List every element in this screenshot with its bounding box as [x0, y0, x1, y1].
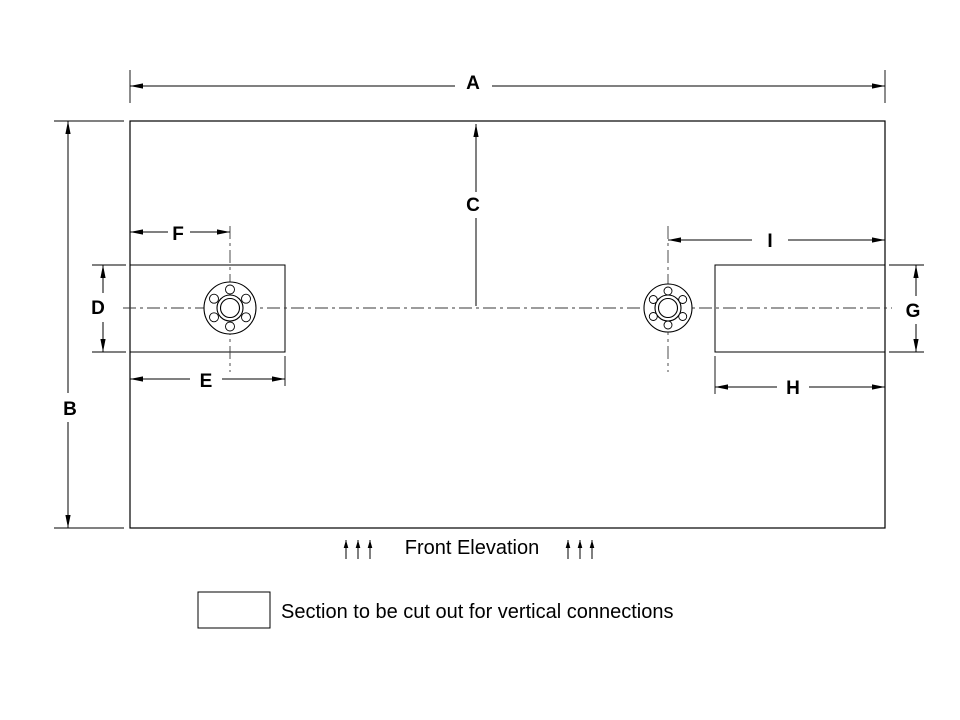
elevation-tick-arrows-right [565, 540, 595, 559]
flange-left-bore-circle [219, 297, 241, 319]
flange-right-bolt-hole [663, 320, 673, 330]
flange-left-bolt-hole [209, 312, 219, 323]
dim-i-label: I [767, 231, 772, 252]
cutout-section-right [714, 264, 886, 353]
flange-left-bolt-hole [209, 293, 219, 304]
flange-left-bolt-hole [241, 312, 251, 323]
flange-left-bolt-hole [225, 284, 235, 295]
flange-right-bolt-hole [678, 295, 688, 304]
flange-right-bolt-hole [678, 312, 688, 321]
flange-right-bolt-hole [663, 286, 673, 296]
elevation-tick-arrows-left [343, 540, 373, 559]
front-elevation-caption-group: Front Elevation [343, 537, 595, 559]
flange-right-bolt-hole [648, 312, 658, 321]
dimension-b: B [54, 120, 124, 529]
dimension-a: A [129, 70, 886, 103]
dimension-d: D [91, 264, 126, 353]
dimension-g: G [889, 264, 924, 353]
front-elevation-caption: Front Elevation [405, 537, 540, 559]
flange-right-bore-circle [657, 297, 679, 319]
flange-left-bolt-hole [241, 293, 251, 304]
dim-b-label: B [63, 399, 77, 420]
cutout-section-left [129, 264, 286, 353]
dimension-i: I [668, 231, 885, 252]
dim-a-label: A [466, 73, 480, 94]
legend-text: Section to be cut out for vertical conne… [281, 601, 673, 623]
dim-d-label: D [91, 298, 105, 319]
dimension-c: C [466, 124, 480, 306]
dimension-e: E [130, 356, 286, 392]
dim-h-label: H [786, 378, 800, 399]
flange-right [643, 283, 693, 333]
flange-left [203, 281, 257, 335]
dimension-h: H [714, 356, 885, 399]
dim-f-label: F [172, 224, 184, 245]
dim-e-label: E [200, 371, 213, 392]
dimension-f: F [130, 224, 230, 245]
dim-g-label: G [906, 301, 921, 322]
legend: Section to be cut out for vertical conne… [197, 591, 673, 629]
flange-left-bolt-hole [225, 321, 235, 332]
flange-right-bolt-hole [648, 295, 658, 304]
dim-c-label: C [466, 195, 480, 216]
legend-swatch [197, 591, 271, 629]
